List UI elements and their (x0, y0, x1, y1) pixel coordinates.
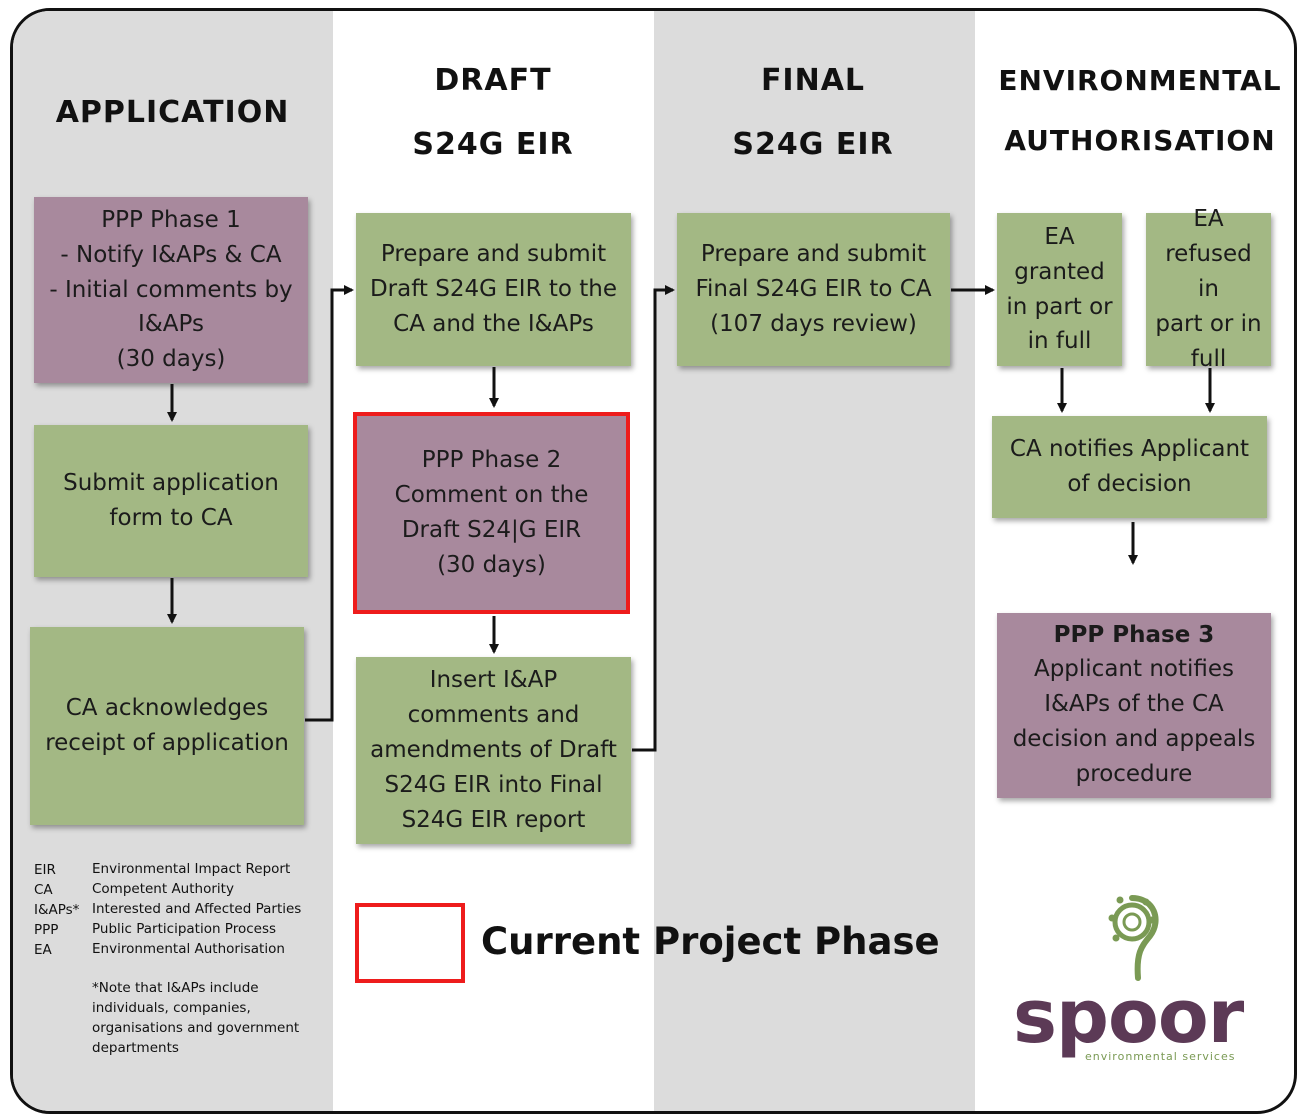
insert-comments-box: Insert I&AP comments and amendments of D… (356, 657, 631, 844)
ca-notifies-box: CA notifies Applicant of decision (992, 416, 1267, 518)
ppp-phase1-box: PPP Phase 1 - Notify I&APs & CA - Initia… (34, 197, 308, 383)
flow-arrows (167, 285, 1215, 981)
prepare-final-box: Prepare and submit Final S24G EIR to CA … (677, 213, 950, 366)
band-final (654, 11, 975, 1111)
ppp-phase3-title: PPP Phase 3 (1053, 621, 1215, 648)
header-final-line2: S24G EIR (732, 127, 894, 162)
header-final-line1: FINAL (760, 63, 866, 98)
fern-logo-icon (1108, 895, 1159, 981)
ca-acknowledges-box: CA acknowledges receipt of application (30, 627, 304, 825)
ppp-phase3-box: PPP Phase 3 Applicant notifies I&APs of … (997, 613, 1271, 798)
arrow-insert-to-final (632, 285, 675, 752)
submit-application-box: Submit application form to CA (34, 425, 308, 577)
header-draft-line1: DRAFT (434, 63, 552, 98)
header-ea-line2: AUTHORISATION (1004, 124, 1276, 157)
current-phase-key-box (355, 903, 465, 983)
header-draft-line2: S24G EIR (412, 127, 574, 162)
spoor-logo-tagline: environmental services (1085, 1050, 1236, 1063)
legend-note: *Note that I&APs include individuals, co… (92, 980, 300, 1056)
legend-abbreviations: EIR CA I&APs* PPP EA (34, 862, 80, 958)
header-ea-line1: ENVIRONMENTAL (998, 64, 1282, 97)
legend-definitions: Environmental Impact Report Competent Au… (92, 861, 302, 957)
prepare-draft-box: Prepare and submit Draft S24G EIR to the… (356, 213, 631, 366)
current-phase-label: Current Project Phase (481, 920, 940, 963)
arrow-ack-to-draft (305, 285, 354, 722)
header-application: APPLICATION (55, 95, 290, 130)
ea-granted-box: EA granted in part or in full (997, 213, 1122, 366)
ppp-phase2-box: PPP Phase 2 Comment on the Draft S24|G E… (353, 412, 630, 614)
spoor-logo-wordmark: spoor (1013, 974, 1244, 1060)
ppp-phase3-body: Applicant notifies I&APs of the CA decis… (1012, 656, 1256, 788)
diagram-frame (10, 8, 1297, 1114)
